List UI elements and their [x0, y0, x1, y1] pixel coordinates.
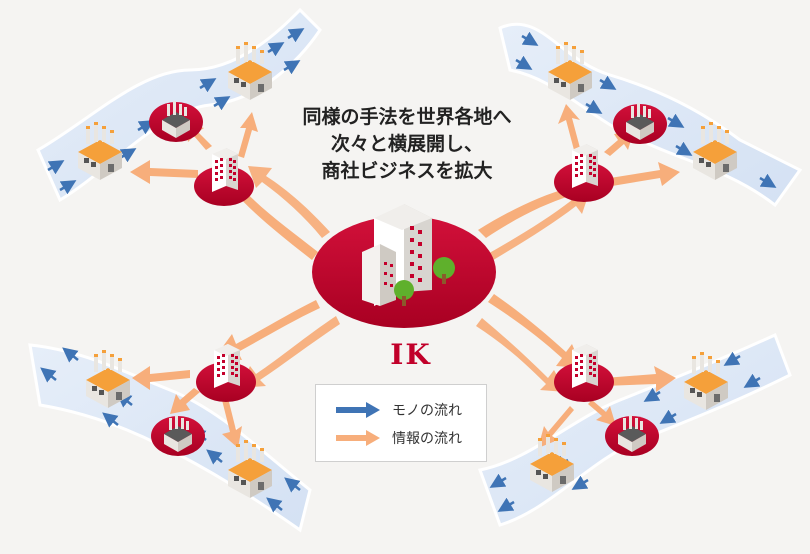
orange-arrow-icon: [336, 430, 380, 446]
headline-line-2: 次々と横展開し、: [330, 133, 483, 155]
headline-line-1: 同様の手法を世界各地へ: [302, 106, 512, 128]
legend: モノの流れ 情報の流れ: [315, 384, 487, 462]
headquarters-icon: [312, 204, 496, 328]
legend-item-goods: モノの流れ: [334, 399, 462, 421]
regional-office-icon: [196, 344, 256, 402]
legend-label-info: 情報の流れ: [392, 431, 462, 447]
blue-arrow-icon: [336, 402, 380, 418]
regional-office-icon: [554, 144, 614, 202]
info-flow-arrows: [130, 104, 680, 448]
headline: 同様の手法を世界各地へ 次々と横展開し、 商社ビジネスを拡大: [262, 104, 552, 185]
headline-line-3: 商社ビジネスを拡大: [321, 160, 493, 182]
company-logo: IK: [390, 338, 432, 371]
regional-office-icon: [194, 148, 254, 206]
legend-item-info: 情報の流れ: [334, 427, 462, 449]
legend-label-goods: モノの流れ: [392, 403, 462, 419]
